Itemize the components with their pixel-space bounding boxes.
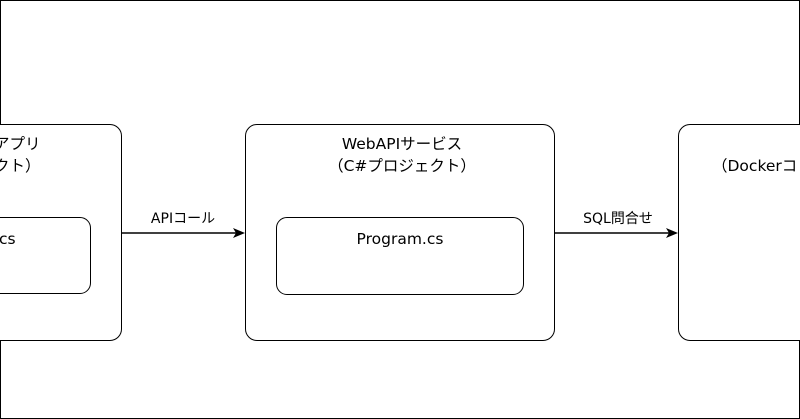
left-node-title-line2: クト） [0,157,41,175]
docker-node-title-line1: （Dockerコ [712,157,798,175]
api-call-arrowhead [233,228,245,238]
webapi-node-title-line1: WebAPIサービス [341,135,463,153]
program-cs-node [276,217,524,295]
program-cs-label: Program.cs [356,230,444,248]
left-node-title-line1: アプリ [0,135,41,153]
left-node-inner [0,217,91,294]
api-call-edge-label: APIコール [150,211,216,227]
sql-query-edge-label: SQL問合せ [583,211,653,227]
sql-query-arrowhead [666,228,678,238]
docker-node [678,124,800,341]
webapi-node-title-line2: （C#プロジェクト） [328,157,476,175]
left-node-inner-label: cs [0,230,16,248]
